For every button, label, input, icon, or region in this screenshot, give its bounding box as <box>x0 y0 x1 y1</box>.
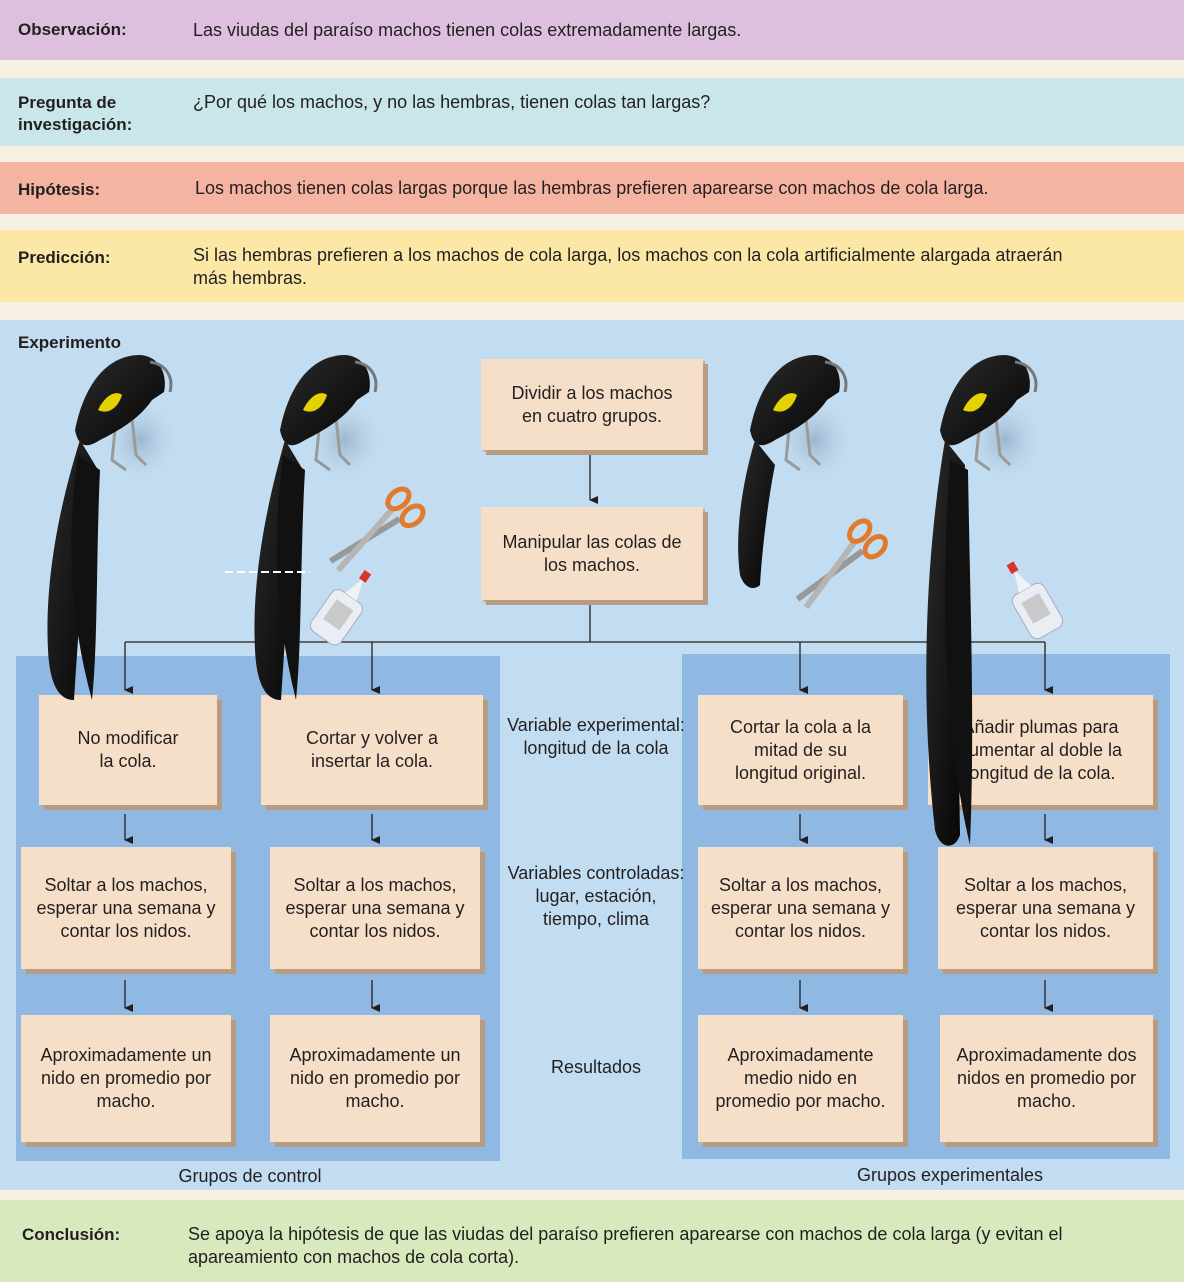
glue-bottle-extend-icon <box>1006 561 1064 640</box>
result-box-4: Aproximadamente dos nidos en promedio po… <box>940 1015 1153 1142</box>
treatment-text-2: Cortar y volver a insertar la cola. <box>305 728 439 771</box>
release-text-4: Soltar a los machos, esperar una semana … <box>955 874 1136 941</box>
observation-label: Observación: <box>18 20 127 39</box>
conclusion-band: Conclusión: Se apoya la hipótesis de que… <box>0 1200 1184 1282</box>
bird-extended-tail-icon <box>926 355 1045 846</box>
result-text-3: Aproximadamente medio nido en promedio p… <box>715 1045 886 1111</box>
result-box-1: Aproximadamente un nido en promedio por … <box>21 1015 231 1142</box>
prediction-label: Predicción: <box>18 248 111 267</box>
variables-controladas-label: Variables controladas: lugar, estación, … <box>507 863 685 929</box>
step-divide-text: Dividir a los machos en cuatro grupos. <box>511 382 673 426</box>
arrows-release-results <box>124 980 1053 1012</box>
treatment-text-4: Añadir plumas para aumentar al doble la … <box>958 716 1123 783</box>
treatment-box-2: Cortar y volver a insertar la cola. <box>261 695 483 805</box>
release-box-4: Soltar a los machos, esperar una semana … <box>938 847 1153 969</box>
release-box-2: Soltar a los machos, esperar una semana … <box>270 847 480 969</box>
observation-band: Observación: Las viudas del paraíso mach… <box>0 0 1184 60</box>
step-manipulate-box: Manipular las colas de los machos. <box>481 507 703 600</box>
release-box-1: Soltar a los machos, esperar una semana … <box>21 847 231 969</box>
result-box-3: Aproximadamente medio nido en promedio p… <box>698 1015 903 1142</box>
control-groups-label: Grupos de control <box>178 1166 322 1186</box>
scissors-icon <box>328 486 426 573</box>
hypothesis-text: Los machos tienen colas largas porque la… <box>195 178 989 198</box>
result-box-2: Aproximadamente un nido en promedio por … <box>270 1015 480 1142</box>
treatment-text-3: Cortar la cola a la mitad de su longitud… <box>729 716 872 783</box>
conclusion-text: Se apoya la hipótesis de que las viudas … <box>188 1224 1063 1267</box>
release-text-1: Soltar a los machos, esperar una semana … <box>36 874 216 941</box>
question-band: Pregunta de investigación: ¿Por qué los … <box>0 78 1184 146</box>
experimental-groups-label: Grupos experimentales <box>856 1165 1044 1185</box>
prediction-text: Si las hembras prefieren a los machos de… <box>193 245 1063 288</box>
bird-short-tail-icon <box>738 355 855 588</box>
result-text-1: Aproximadamente un nido en promedio por … <box>40 1045 212 1111</box>
result-text-2: Aproximadamente un nido en promedio por … <box>289 1045 461 1111</box>
glue-bottle-icon <box>309 569 372 646</box>
variable-experimental-label: Variable experimental: longitud de la co… <box>507 715 685 758</box>
conclusion-label: Conclusión: <box>22 1225 121 1244</box>
hypothesis-band: Hipótesis: Los machos tienen colas larga… <box>0 162 1184 214</box>
bird-long-tail-icon <box>47 355 180 700</box>
scissors-cut-icon <box>795 518 888 610</box>
prediction-band: Predicción: Si las hembras prefieren a l… <box>0 230 1184 302</box>
bird-cut-reinserted-icon <box>225 355 385 700</box>
arrows-treatment-release <box>124 814 1053 844</box>
hypothesis-label: Hipótesis: <box>18 180 101 199</box>
treatment-text-1: No modificar la cola. <box>77 728 179 771</box>
release-box-3: Soltar a los machos, esperar una semana … <box>698 847 903 969</box>
observation-text: Las viudas del paraíso machos tienen col… <box>193 20 742 40</box>
experiment-label: Experimento <box>18 333 121 352</box>
release-text-2: Soltar a los machos, esperar una semana … <box>285 874 465 941</box>
result-text-4: Aproximadamente dos nidos en promedio po… <box>956 1045 1137 1111</box>
question-text: ¿Por qué los machos, y no las hembras, t… <box>193 92 711 112</box>
treatment-box-3: Cortar la cola a la mitad de su longitud… <box>698 695 903 805</box>
release-text-3: Soltar a los machos, esperar una semana … <box>710 874 891 941</box>
results-label: Resultados <box>550 1057 642 1077</box>
question-label: Pregunta de investigación: <box>18 93 133 134</box>
step-manipulate-text: Manipular las colas de los machos. <box>502 531 682 575</box>
step-divide-box: Dividir a los machos en cuatro grupos. <box>481 359 703 450</box>
treatment-box-1: No modificar la cola. <box>39 695 217 805</box>
